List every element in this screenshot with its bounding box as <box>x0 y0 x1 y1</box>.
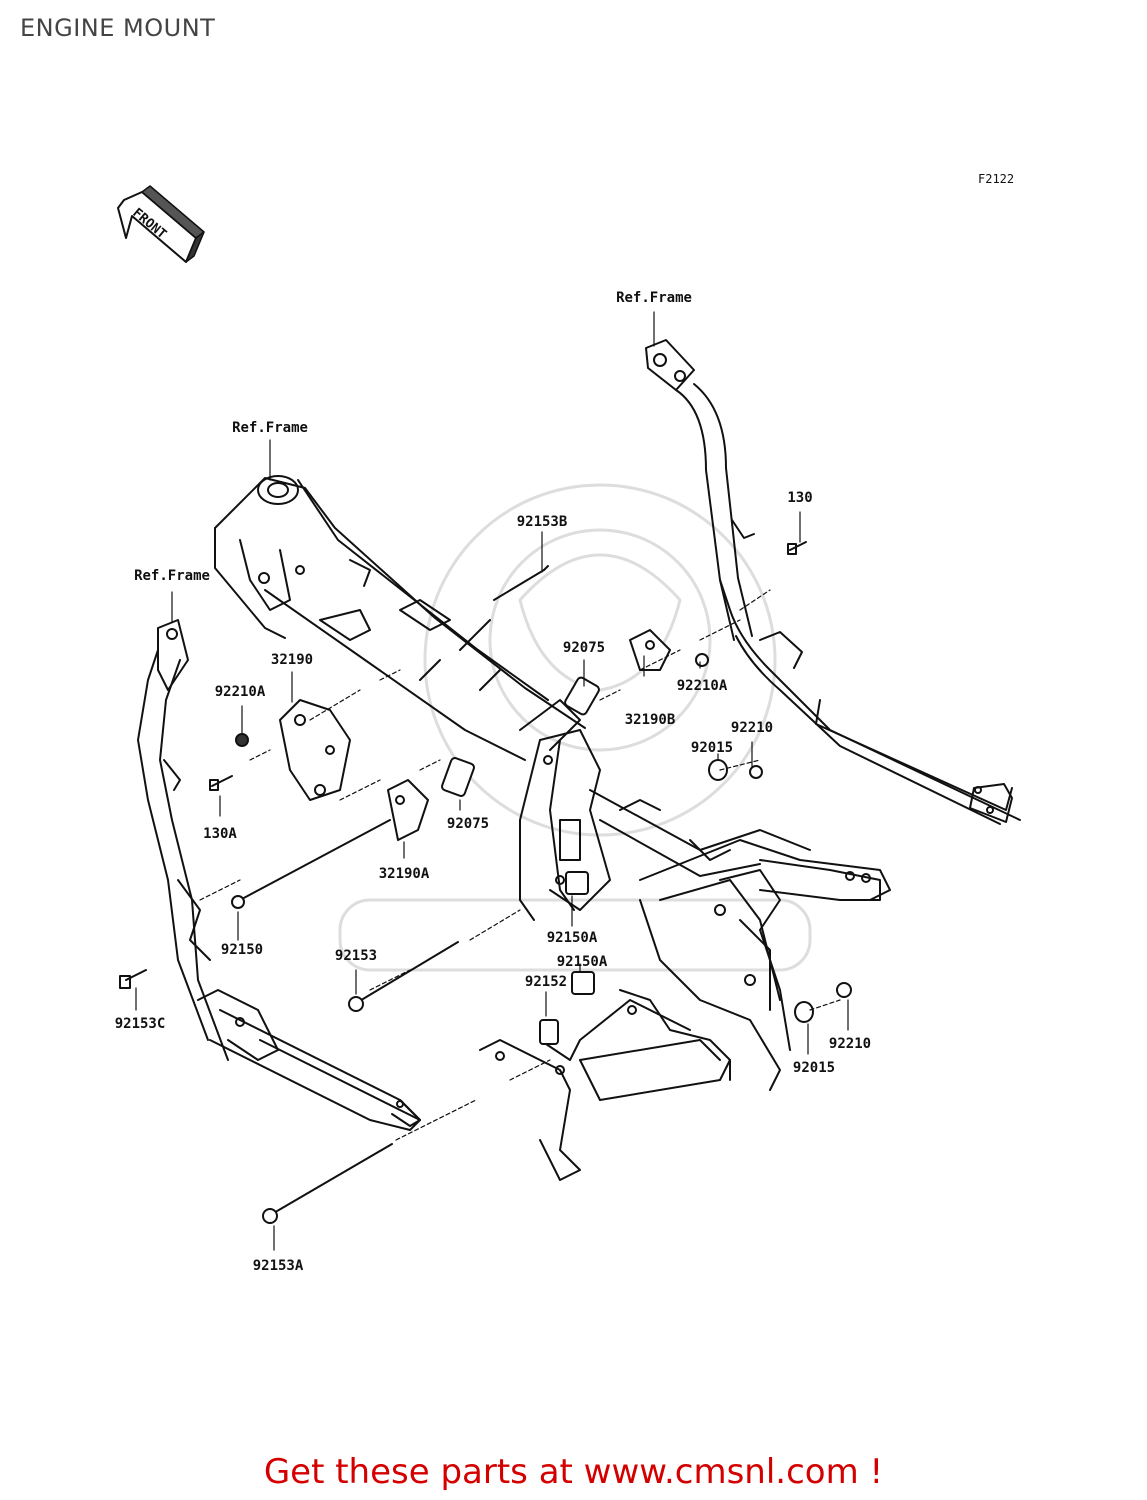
through-bolts <box>231 819 459 1224</box>
callout-92150a-lower: 92150A <box>556 954 608 970</box>
callout-ref-frame-left: Ref.Frame <box>134 568 210 584</box>
rear-cradle <box>639 839 891 1091</box>
watermark-logo <box>338 483 812 972</box>
callout-130: 130 <box>787 490 813 506</box>
callout-32190: 32190 <box>270 652 314 668</box>
callout-92153a: 92153A <box>252 1258 304 1274</box>
figure-code: F2122 <box>978 172 1015 186</box>
callout-92153b: 92153B <box>516 514 568 530</box>
callout-92210-lower: 92210 <box>828 1036 872 1052</box>
callout-92153c: 92153C <box>114 1016 166 1032</box>
callout-92150a-upper: 92150A <box>546 930 598 946</box>
small-parts <box>119 541 852 1045</box>
lower-cradle <box>479 989 731 1181</box>
leader-lines <box>135 311 849 1251</box>
callout-92015-lower: 92015 <box>792 1060 836 1076</box>
callout-130a: 130A <box>203 826 237 842</box>
callout-92075-upper: 92075 <box>562 640 606 656</box>
callout-ref-frame-top: Ref.Frame <box>616 290 692 306</box>
callout-32190b: 32190B <box>624 712 676 728</box>
callout-92210a-right: 92210A <box>676 678 728 694</box>
callout-92153: 92153 <box>334 948 378 964</box>
left-frame-rail <box>137 619 421 1131</box>
front-arrow-icon: FRONT <box>117 185 205 263</box>
callout-92150: 92150 <box>220 942 264 958</box>
callout-ref-frame-mid: Ref.Frame <box>232 420 308 436</box>
center-cradle <box>519 729 811 921</box>
page-title: ENGINE MOUNT <box>20 14 216 42</box>
bracket-32190a <box>387 779 429 841</box>
right-frame-rail <box>645 339 1021 825</box>
callout-92075-lower: 92075 <box>446 816 490 832</box>
bracket-32190b <box>629 629 671 671</box>
callout-92015-upper: 92015 <box>690 740 734 756</box>
callout-32190a: 32190A <box>378 866 430 882</box>
callout-92210-upper: 92210 <box>730 720 774 736</box>
left-mount-bracket <box>279 699 351 801</box>
callout-92152: 92152 <box>524 974 568 990</box>
footer-link[interactable]: Get these parts at www.cmsnl.com ! <box>263 1452 884 1492</box>
callout-92210a-left: 92210A <box>214 684 266 700</box>
main-frame-backbone <box>214 475 586 761</box>
